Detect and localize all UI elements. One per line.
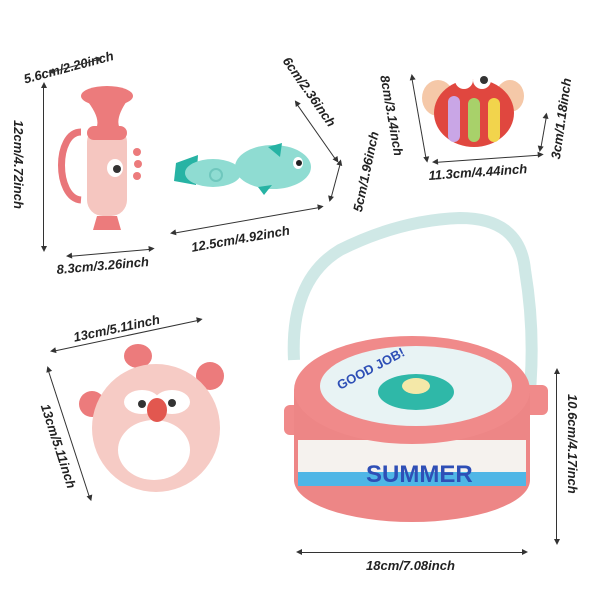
trumpet-image [58, 86, 142, 230]
drum-height-dimension: 10.6cm/4.17inch [565, 394, 580, 494]
trumpet-height-arrow [43, 84, 44, 250]
tambourine-image [79, 344, 224, 492]
fish-height-dimension: 5cm/1.96inch [350, 130, 382, 214]
crab-xylophone-image [422, 71, 524, 147]
fish-rattle-image [174, 143, 311, 195]
fish-diagonal-dimension: 6cm/2.36inch [279, 54, 339, 130]
tambourine-width-dimension: 13cm/5.11inch [72, 311, 162, 345]
crab-depth-dimension: 3cm/1.18inch [548, 77, 575, 161]
drum-image: GOOD JOB! SUMMER [284, 211, 548, 522]
drum-width-dimension: 18cm/7.08inch [366, 558, 455, 573]
crab-height-dimension: 8cm/3.14inch [377, 74, 407, 158]
trumpet-height-dimension: 12cm/4.72inch [11, 120, 26, 209]
crab-width-dimension: 11.3cm/4.44inch [428, 161, 528, 183]
drum-width-arrow [296, 549, 528, 555]
fish-height-arrow [330, 161, 342, 201]
drum-side-text: SUMMER [366, 461, 473, 488]
crab-depth-arrow [540, 114, 548, 151]
drum-height-arrow [556, 370, 557, 543]
